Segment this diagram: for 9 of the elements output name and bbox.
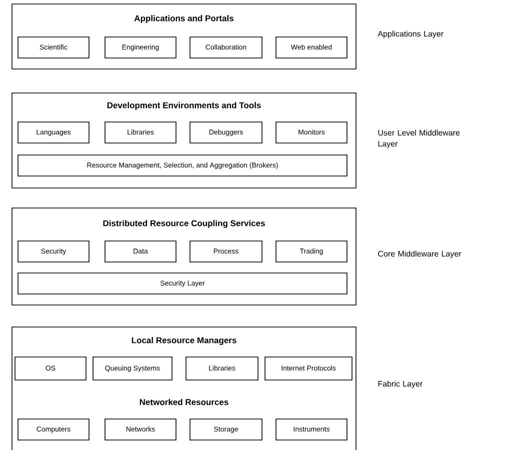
layer-heading: Networked Resources bbox=[140, 398, 228, 406]
layer-heading: Local Resource Managers bbox=[132, 337, 236, 345]
layer-label: Core Middleware Layer bbox=[378, 250, 462, 258]
layer-heading: Distributed Resource Coupling Services bbox=[103, 220, 265, 228]
layer-heading: Applications and Portals bbox=[134, 15, 234, 23]
layer-label: Applications Layer bbox=[378, 30, 444, 38]
layer-label: Fabric Layer bbox=[378, 380, 422, 388]
layer-label: User Level Middleware Layer bbox=[378, 130, 460, 148]
layer-heading: Development Environments and Tools bbox=[107, 102, 261, 110]
